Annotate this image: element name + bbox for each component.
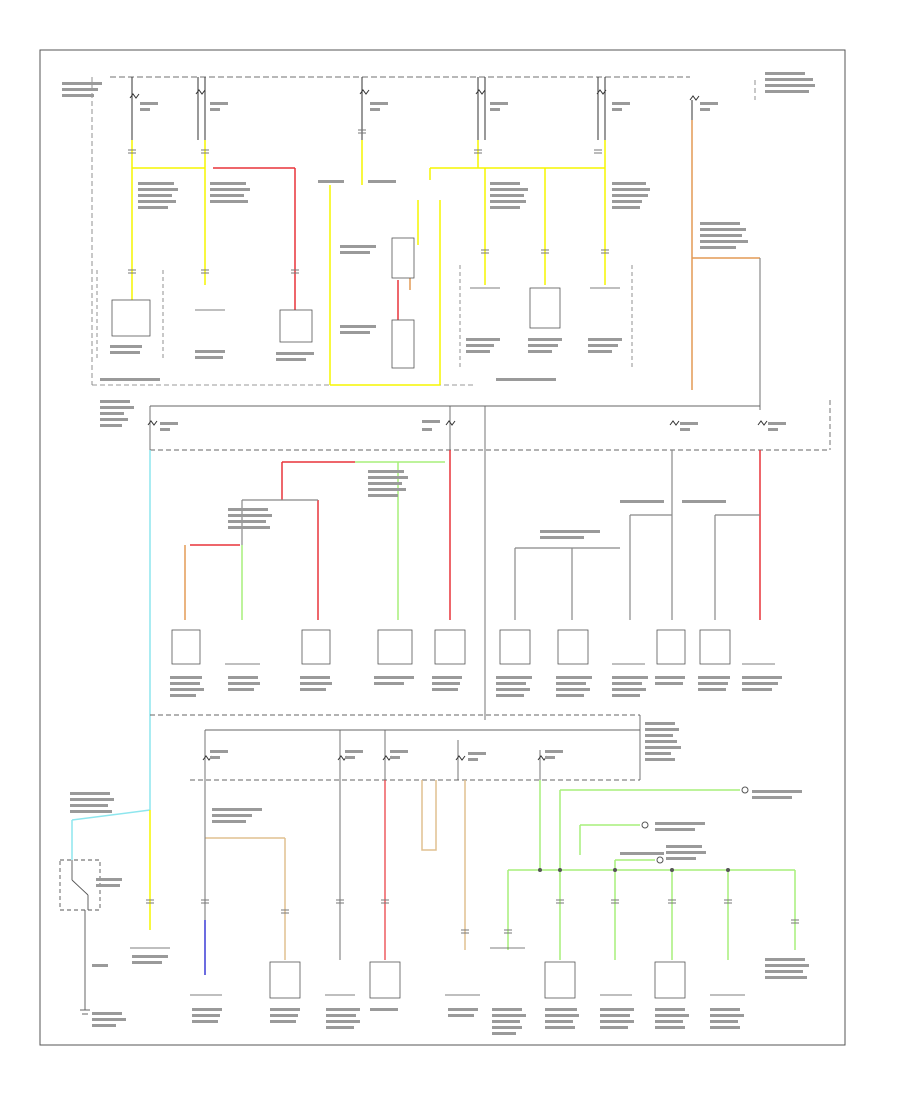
red-wires-mid bbox=[190, 450, 761, 620]
connector-marks-bottom bbox=[146, 899, 799, 934]
middle-fuses bbox=[147, 420, 768, 426]
bottom-wires-black bbox=[204, 780, 341, 960]
components-top bbox=[111, 237, 620, 369]
yellow-wires-top bbox=[131, 140, 606, 386]
label-strokes-bottom bbox=[70, 722, 809, 1035]
orange-wire-top bbox=[409, 120, 760, 390]
label-strokes-mid bbox=[100, 400, 786, 431]
central-junction-bus bbox=[149, 400, 831, 720]
bottom-splices bbox=[538, 868, 730, 872]
bottom-wires-tan bbox=[205, 780, 466, 960]
bottom-ground-symbols bbox=[641, 786, 749, 864]
connector-marks-top bbox=[128, 129, 609, 274]
bottom-fuses bbox=[202, 755, 548, 761]
diagram-border bbox=[39, 49, 846, 1046]
components-mid bbox=[171, 629, 775, 665]
red-wire-top bbox=[213, 167, 399, 320]
label-strokes-top bbox=[62, 72, 815, 381]
left-switch-assembly bbox=[59, 859, 101, 1015]
dashed-junction-top bbox=[96, 265, 633, 370]
components-bottom bbox=[130, 947, 745, 999]
light-blue-wire bbox=[71, 450, 151, 860]
bottom-wires-green bbox=[507, 780, 796, 960]
gray-wires-mid bbox=[241, 450, 760, 620]
top-fuses bbox=[129, 77, 700, 140]
battery-junction-box bbox=[91, 76, 756, 386]
bottom-junction-bus bbox=[150, 714, 641, 781]
light-green-wires-mid bbox=[241, 461, 445, 620]
label-strokes-mid2 bbox=[170, 470, 782, 697]
